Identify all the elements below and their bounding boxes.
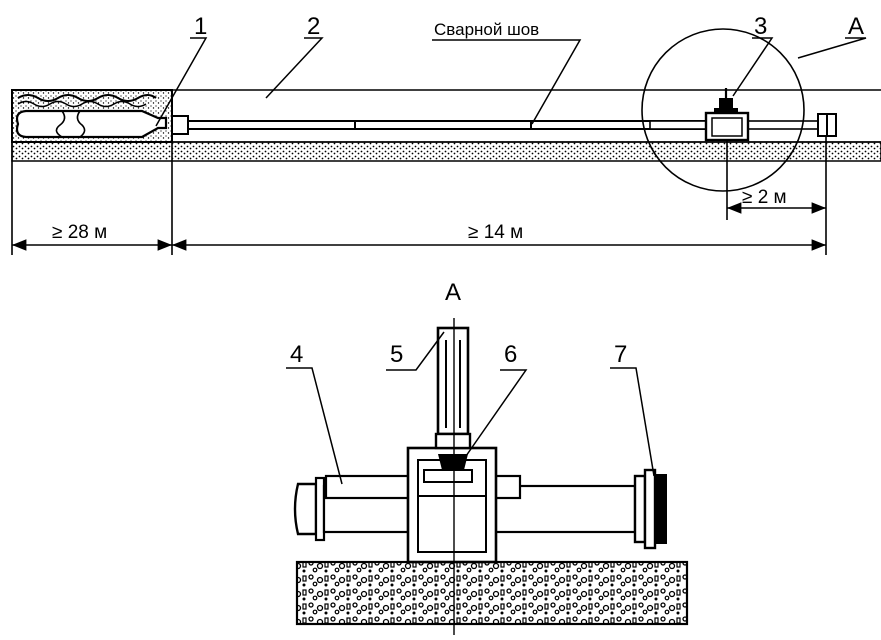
detail-marker: A <box>848 13 864 40</box>
support-assembly-small <box>704 88 750 142</box>
callout-6: 6 <box>504 341 517 368</box>
detail-ground <box>295 560 689 626</box>
top-leaders <box>155 37 867 127</box>
top-dimensions <box>11 90 827 255</box>
weld-label: Сварной шов <box>434 20 539 39</box>
pig-plug <box>15 109 168 139</box>
detail-leaders <box>286 331 655 485</box>
callout-7: 7 <box>614 341 627 368</box>
top-view: 1 2 Сварной шов 3 A ≥ 2 м ≥ 28 м ≥ 14 м <box>11 13 881 255</box>
detail-view: A <box>286 279 689 635</box>
dimension-middle: ≥ 14 м <box>468 222 523 243</box>
callout-3: 3 <box>754 13 767 40</box>
callout-2: 2 <box>307 13 320 40</box>
hydraulic-jack <box>434 326 472 470</box>
detail-circle <box>641 28 805 192</box>
detail-title: A <box>445 279 461 306</box>
callout-1: 1 <box>194 13 207 40</box>
callout-5: 5 <box>390 341 403 368</box>
callout-4: 4 <box>290 341 303 368</box>
dimension-right: ≥ 2 м <box>742 187 787 208</box>
dimension-left: ≥ 28 м <box>52 222 107 243</box>
detail-pipe <box>293 468 667 550</box>
ground-strip <box>11 141 881 162</box>
